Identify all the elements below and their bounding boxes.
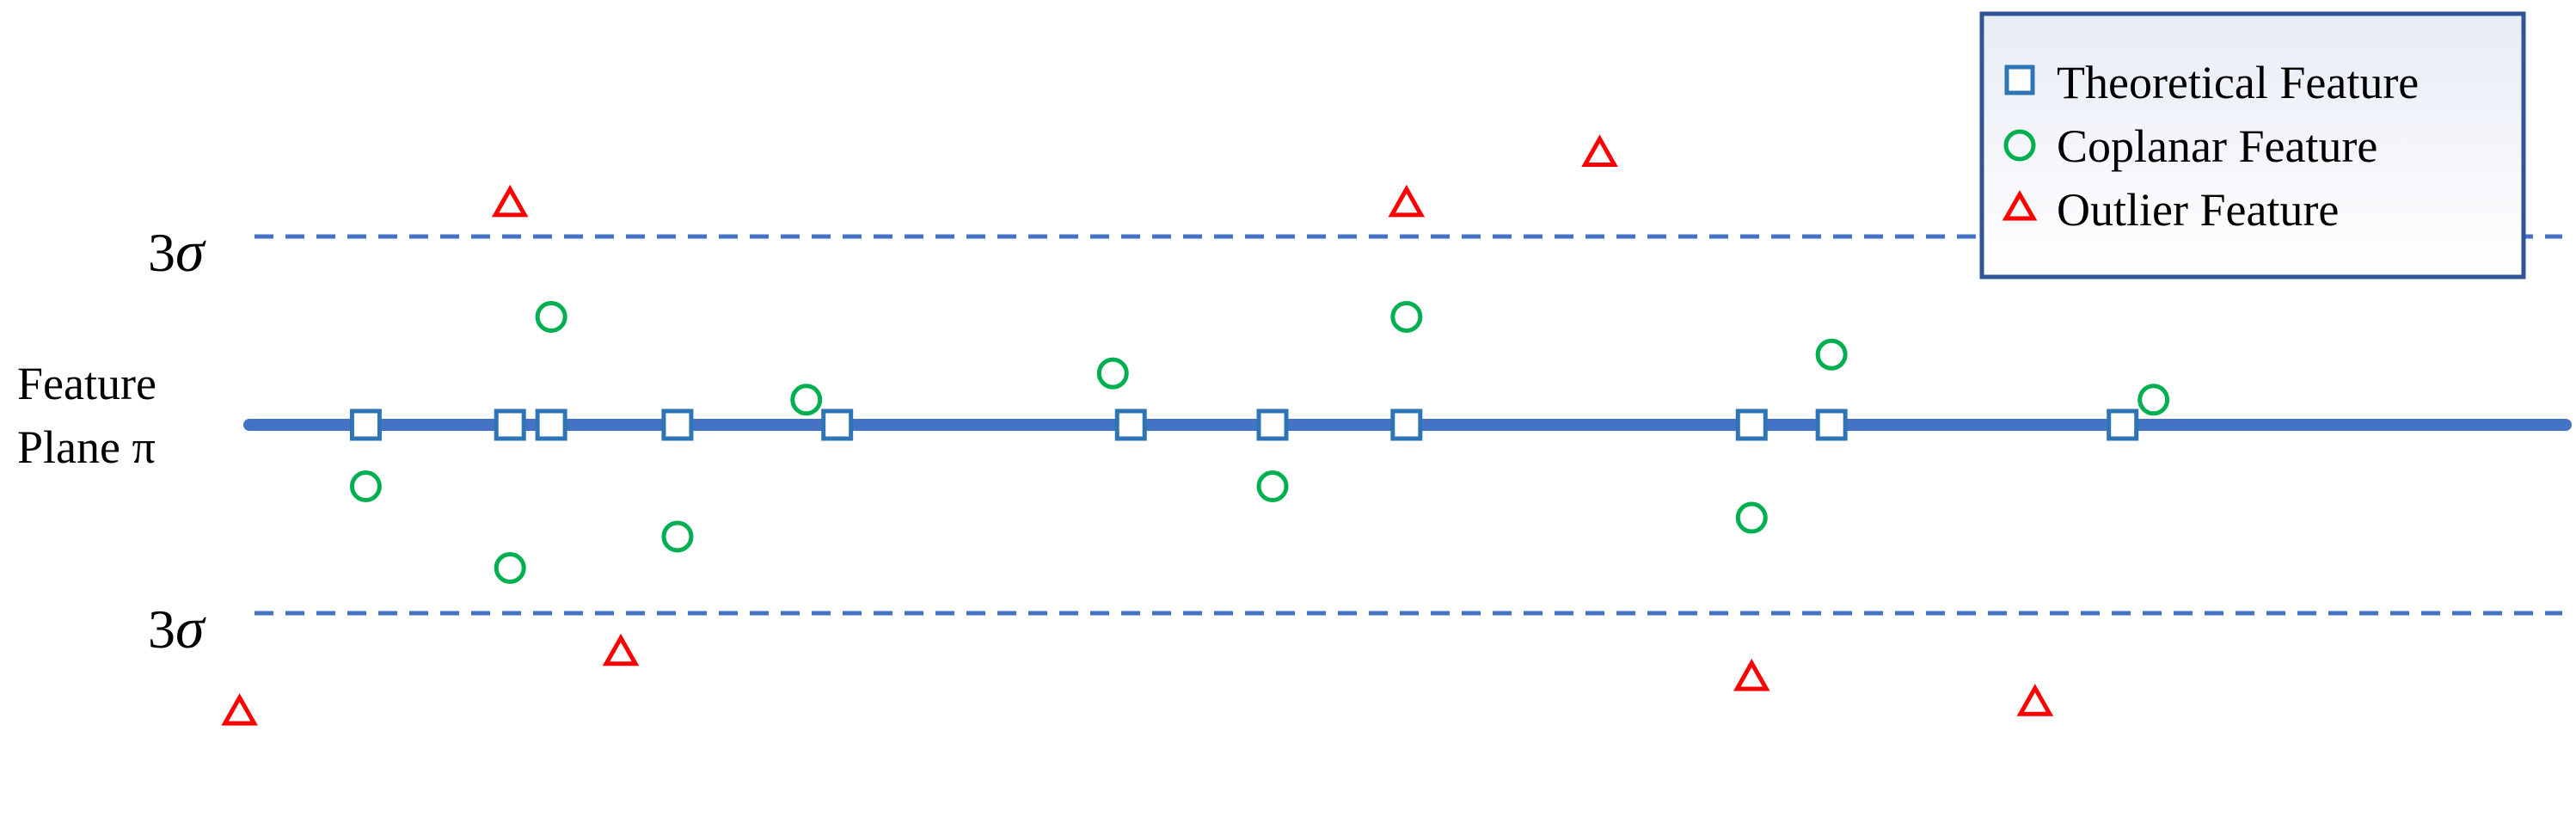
plane-label-line2: Plane π <box>17 421 156 473</box>
plane-label-line1: Feature <box>17 358 156 409</box>
lower-sigma-label: 3σ <box>148 595 206 660</box>
theoretical-point-2 <box>535 408 567 441</box>
coplanar-point-7 <box>1390 300 1423 333</box>
coplanar-point-9 <box>1815 338 1848 371</box>
legend-outlier-label: Outlier Feature <box>2057 184 2339 236</box>
theoretical-point-0 <box>349 408 382 441</box>
coplanar-point-0 <box>349 470 382 503</box>
coplanar-point-8 <box>1735 501 1768 534</box>
legend-theoretical-marker <box>2004 64 2035 95</box>
theoretical-point-3 <box>661 408 694 441</box>
outlier-point-0 <box>221 693 258 726</box>
coplanar-point-5 <box>1096 357 1129 390</box>
legend-outlier-marker <box>2002 189 2038 221</box>
legend-coplanar-label: Coplanar Feature <box>2057 120 2377 172</box>
outlier-point-2 <box>602 633 640 666</box>
upper-sigma-label: 3σ <box>148 218 206 284</box>
coplanar-point-3 <box>661 520 694 553</box>
theoretical-point-10 <box>2107 408 2139 441</box>
outlier-point-5 <box>1733 658 1770 691</box>
coplanar-point-2 <box>535 300 567 333</box>
theoretical-point-6 <box>1256 408 1289 441</box>
coplanar-point-10 <box>2137 384 2170 416</box>
outlier-point-4 <box>1581 134 1618 167</box>
coplanar-point-4 <box>790 384 823 416</box>
legend-theoretical-label: Theoretical Feature <box>2057 57 2419 108</box>
legend-coplanar-marker <box>2003 129 2036 162</box>
outlier-point-6 <box>2016 684 2054 716</box>
theoretical-point-1 <box>494 408 526 441</box>
theoretical-point-5 <box>1114 408 1147 441</box>
legend-box <box>1979 11 2526 279</box>
theoretical-point-4 <box>821 408 854 441</box>
coplanar-point-1 <box>494 551 526 584</box>
theoretical-point-7 <box>1390 408 1423 441</box>
markers-layer <box>221 134 2170 726</box>
theoretical-point-8 <box>1735 408 1768 441</box>
outlier-point-3 <box>1388 184 1426 218</box>
legend: Theoretical Feature Coplanar Feature Out… <box>1979 11 2526 279</box>
outlier-point-1 <box>491 184 529 218</box>
coplanar-point-6 <box>1256 470 1289 503</box>
theoretical-point-9 <box>1815 408 1848 441</box>
